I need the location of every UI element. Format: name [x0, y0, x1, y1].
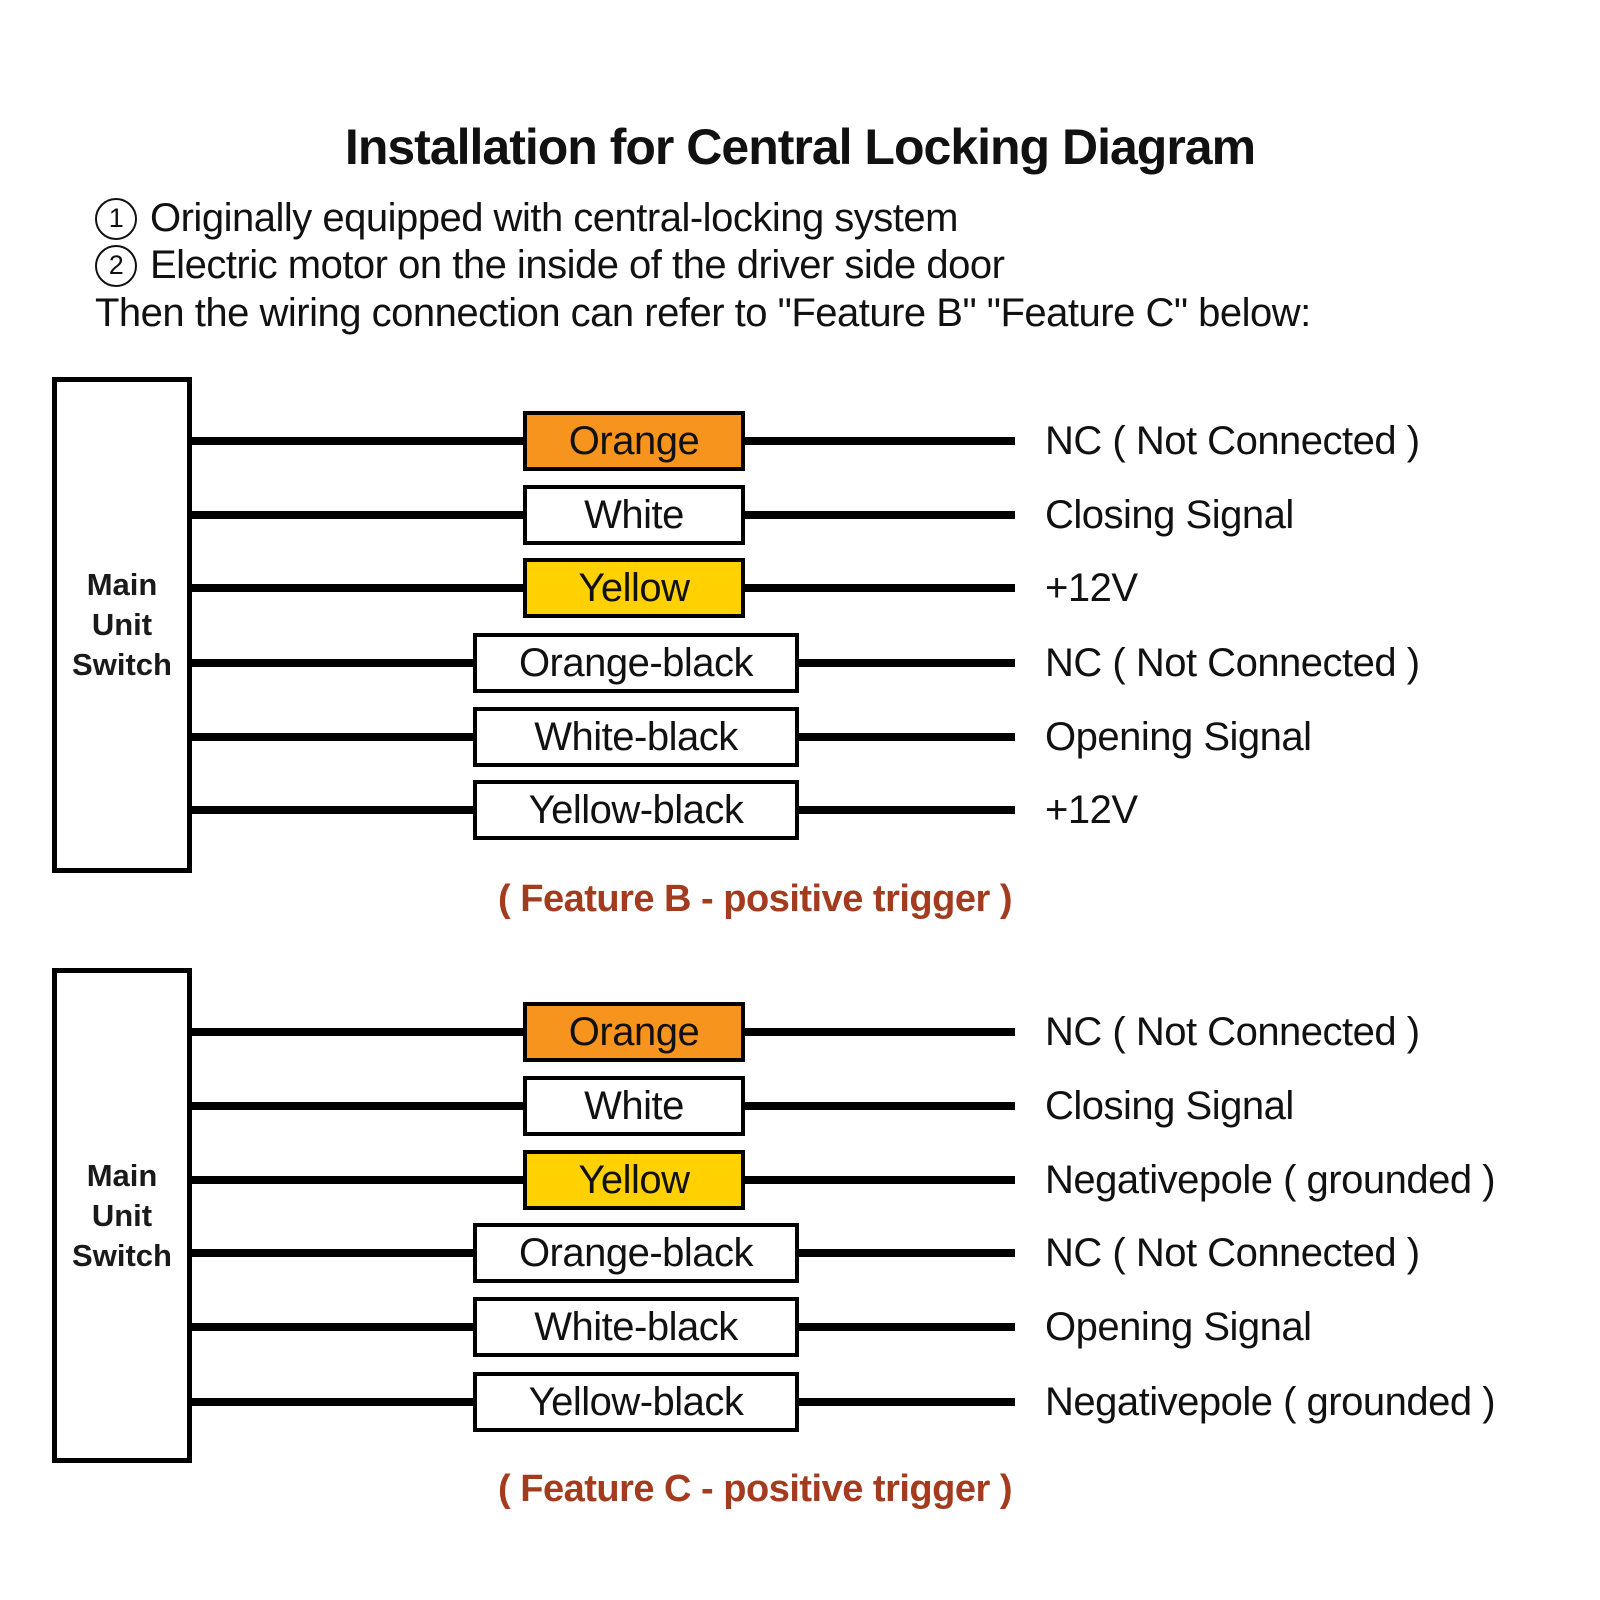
feature-b-caption: ( Feature B - positive trigger ) [498, 878, 1012, 920]
wire-color-label: Orange [568, 418, 700, 463]
wire-color-box: Orange-black [473, 633, 799, 693]
wire-segment-right [745, 437, 1015, 445]
wire-color-label: Orange [568, 1009, 700, 1054]
wire-segment-right [745, 1102, 1015, 1110]
wire-color-label: Orange-black [518, 1230, 754, 1275]
wire-segment-left [192, 1249, 473, 1257]
note-line-1: 1 Originally equipped with central-locki… [95, 196, 958, 241]
wire-color-label: Yellow-black [528, 787, 744, 832]
wire-color-box: White-black [473, 707, 799, 767]
wire-segment-left [192, 511, 523, 519]
main-unit-label-line2: Switch [72, 1237, 172, 1273]
note-line-3: Then the wiring connection can refer to … [95, 291, 1311, 336]
wire-color-box: Yellow-black [473, 780, 799, 840]
wire-row-white-black: White-black Opening Signal [0, 707, 1600, 767]
signal-label: Negativepole ( grounded ) [1045, 1379, 1496, 1424]
main-unit-switch-box: Main Unit Switch [52, 377, 192, 873]
signal-label: NC ( Not Connected ) [1045, 1009, 1420, 1054]
wire-segment-left [192, 584, 523, 592]
wire-color-box: Yellow-black [473, 1372, 799, 1432]
wire-row-yellow-black: Yellow-black +12V [0, 780, 1600, 840]
wire-segment-left [192, 659, 473, 667]
wire-row-orange-black: Orange-black NC ( Not Connected ) [0, 633, 1600, 693]
wire-color-box: Orange [523, 411, 745, 471]
wire-color-label: White-black [534, 714, 738, 759]
wire-color-label: Yellow [578, 1157, 690, 1202]
wire-color-label: White-black [534, 1304, 738, 1349]
wire-segment-left [192, 437, 523, 445]
signal-label: NC ( Not Connected ) [1045, 1230, 1420, 1275]
wire-segment-right [745, 1176, 1015, 1184]
note-text: Then the wiring connection can refer to … [95, 291, 1311, 335]
wire-color-box: Yellow [523, 1150, 745, 1210]
wire-segment-right [745, 1028, 1015, 1036]
wire-segment-left [192, 1176, 523, 1184]
wire-row-yellow-black: Yellow-black Negativepole ( grounded ) [0, 1372, 1600, 1432]
wire-segment-left [192, 1028, 523, 1036]
main-unit-switch-box: Main Unit Switch [52, 968, 192, 1463]
wire-row-white: White Closing Signal [0, 1076, 1600, 1136]
wire-segment-left [192, 733, 473, 741]
wire-segment-left [192, 806, 473, 814]
signal-label: Closing Signal [1045, 492, 1294, 537]
note-text: Electric motor on the inside of the driv… [150, 243, 1005, 287]
wire-color-label: White [584, 492, 684, 537]
wire-segment-left [192, 1102, 523, 1110]
circled-number-2-icon: 2 [95, 244, 137, 287]
page-title: Installation for Central Locking Diagram [344, 119, 1256, 175]
wire-row-orange: Orange NC ( Not Connected ) [0, 1002, 1600, 1062]
signal-label: Opening Signal [1045, 1304, 1312, 1349]
main-unit-label-line2: Switch [72, 647, 172, 682]
wire-color-box: Orange-black [473, 1223, 799, 1283]
wire-color-box: Orange [523, 1002, 745, 1062]
note-line-2: 2 Electric motor on the inside of the dr… [95, 243, 1005, 288]
wire-color-box: Yellow [523, 558, 745, 618]
wire-segment-right [745, 584, 1015, 592]
signal-label: Negativepole ( grounded ) [1045, 1157, 1496, 1202]
main-unit-label-line1: Main Unit [86, 1157, 158, 1233]
wire-color-box: White [523, 485, 745, 545]
wire-segment-right [799, 733, 1015, 741]
signal-label: NC ( Not Connected ) [1045, 418, 1420, 463]
wire-segment-right [799, 806, 1015, 814]
wire-segment-right [799, 1398, 1015, 1406]
wire-color-label: White [584, 1083, 684, 1128]
wire-color-label: Orange-black [518, 640, 754, 685]
signal-label: Opening Signal [1045, 714, 1312, 759]
wire-segment-left [192, 1398, 473, 1406]
wire-row-white-black: White-black Opening Signal [0, 1297, 1600, 1357]
wire-row-white: White Closing Signal [0, 485, 1600, 545]
wire-color-box: White-black [473, 1297, 799, 1357]
wire-row-yellow: Yellow Negativepole ( grounded ) [0, 1150, 1600, 1210]
wire-row-orange-black: Orange-black NC ( Not Connected ) [0, 1223, 1600, 1283]
wire-row-yellow: Yellow +12V [0, 558, 1600, 618]
wire-row-orange: Orange NC ( Not Connected ) [0, 411, 1600, 471]
feature-c-caption: ( Feature C - positive trigger ) [498, 1468, 1012, 1510]
wire-segment-right [799, 1323, 1015, 1331]
wire-color-label: Yellow-black [528, 1379, 744, 1424]
signal-label: NC ( Not Connected ) [1045, 640, 1420, 685]
signal-label: +12V [1045, 565, 1138, 610]
note-text: Originally equipped with central-locking… [150, 196, 958, 240]
signal-label: +12V [1045, 787, 1138, 832]
wire-segment-right [799, 659, 1015, 667]
wire-segment-right [745, 511, 1015, 519]
wire-color-box: White [523, 1076, 745, 1136]
signal-label: Closing Signal [1045, 1083, 1294, 1128]
wire-segment-right [799, 1249, 1015, 1257]
circled-number-1-icon: 1 [95, 197, 137, 240]
wire-segment-left [192, 1323, 473, 1331]
main-unit-label-line1: Main Unit [86, 567, 158, 642]
wire-color-label: Yellow [578, 565, 690, 610]
